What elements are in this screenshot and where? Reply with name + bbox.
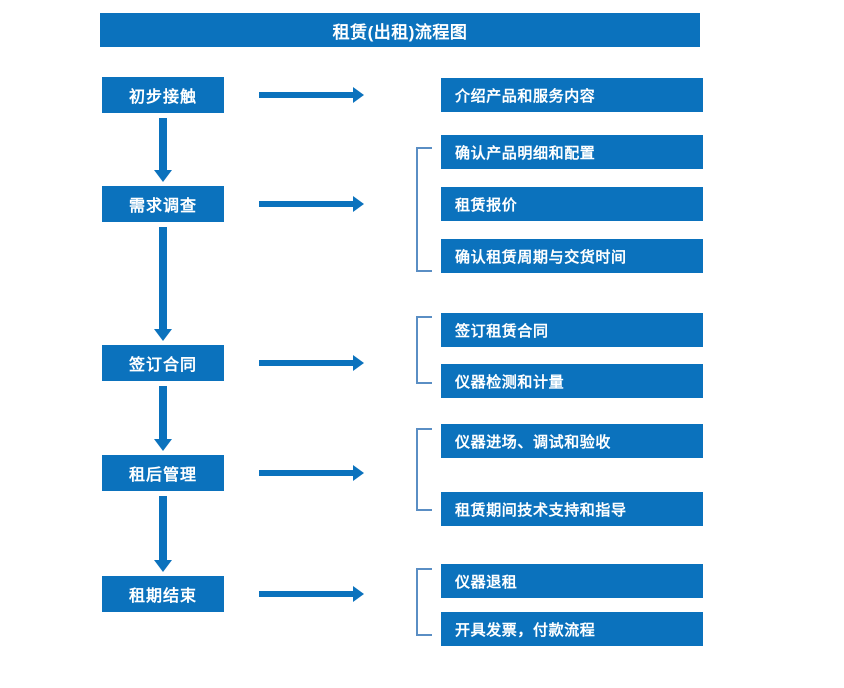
down-arrow-2 bbox=[154, 227, 172, 341]
group-bracket-3 bbox=[416, 428, 432, 511]
detail-box-7[interactable]: 仪器进场、调试和验收 bbox=[441, 424, 703, 458]
right-arrow-4 bbox=[259, 465, 364, 481]
detail-box-2[interactable]: 确认产品明细和配置 bbox=[441, 135, 703, 169]
right-arrow-3 bbox=[259, 355, 364, 371]
detail-box-4[interactable]: 确认租赁周期与交货时间 bbox=[441, 239, 703, 273]
stage-box-5[interactable]: 租期结束 bbox=[102, 576, 224, 612]
right-arrow-2 bbox=[259, 196, 364, 212]
detail-box-5[interactable]: 签订租赁合同 bbox=[441, 313, 703, 347]
detail-box-10[interactable]: 开具发票，付款流程 bbox=[441, 612, 703, 646]
detail-box-3[interactable]: 租赁报价 bbox=[441, 187, 703, 221]
stage-box-4[interactable]: 租后管理 bbox=[102, 455, 224, 491]
down-arrow-1 bbox=[154, 118, 172, 182]
stage-box-2[interactable]: 需求调查 bbox=[102, 186, 224, 222]
group-bracket-1 bbox=[416, 147, 432, 272]
detail-box-6[interactable]: 仪器检测和计量 bbox=[441, 364, 703, 398]
down-arrow-4 bbox=[154, 496, 172, 572]
detail-box-8[interactable]: 租赁期间技术支持和指导 bbox=[441, 492, 703, 526]
right-arrow-5 bbox=[259, 586, 364, 602]
page-title: 租赁(出租)流程图 bbox=[100, 13, 700, 47]
right-arrow-1 bbox=[259, 87, 364, 103]
stage-box-1[interactable]: 初步接触 bbox=[102, 77, 224, 113]
group-bracket-4 bbox=[416, 568, 432, 636]
detail-box-9[interactable]: 仪器退租 bbox=[441, 564, 703, 598]
stage-box-3[interactable]: 签订合同 bbox=[102, 345, 224, 381]
detail-box-1[interactable]: 介绍产品和服务内容 bbox=[441, 78, 703, 112]
group-bracket-2 bbox=[416, 316, 432, 384]
down-arrow-3 bbox=[154, 386, 172, 451]
